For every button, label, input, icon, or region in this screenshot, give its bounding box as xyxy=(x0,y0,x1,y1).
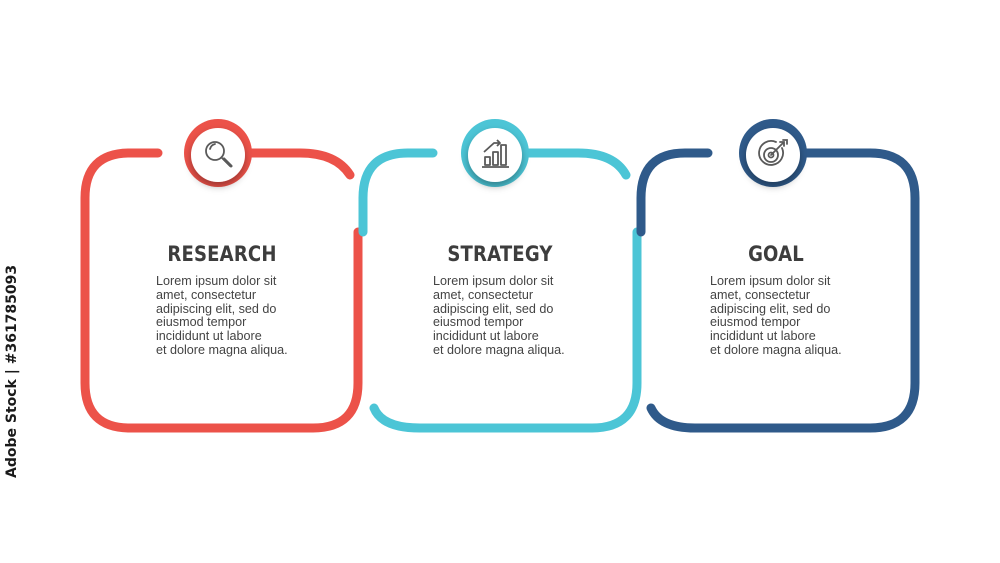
goal-title: GOAL xyxy=(748,242,804,266)
strategy-title: STRATEGY xyxy=(447,242,553,266)
research-title: RESEARCH xyxy=(167,242,277,266)
strategy-badge xyxy=(461,119,529,187)
magnifier-icon xyxy=(205,141,233,168)
research-frame-line xyxy=(80,148,363,433)
goal-frame-line xyxy=(636,148,713,237)
strategy-description: Lorem ipsum dolor sit amet, consectetur … xyxy=(433,274,565,357)
research-description: Lorem ipsum dolor sit amet, consectetur … xyxy=(156,274,288,357)
research-top-arc xyxy=(213,148,355,180)
strategy-frame-line xyxy=(358,148,438,237)
strategy-bottom-line xyxy=(369,227,642,433)
bar-chart-icon xyxy=(482,139,509,168)
goal-main-line xyxy=(646,148,920,433)
strategy-top-arc xyxy=(490,148,631,180)
research-badge xyxy=(184,119,252,187)
watermark-text: Adobe Stock | #361785093 xyxy=(4,264,20,478)
target-icon xyxy=(758,139,788,166)
goal-description: Lorem ipsum dolor sit amet, consectetur … xyxy=(710,274,842,357)
